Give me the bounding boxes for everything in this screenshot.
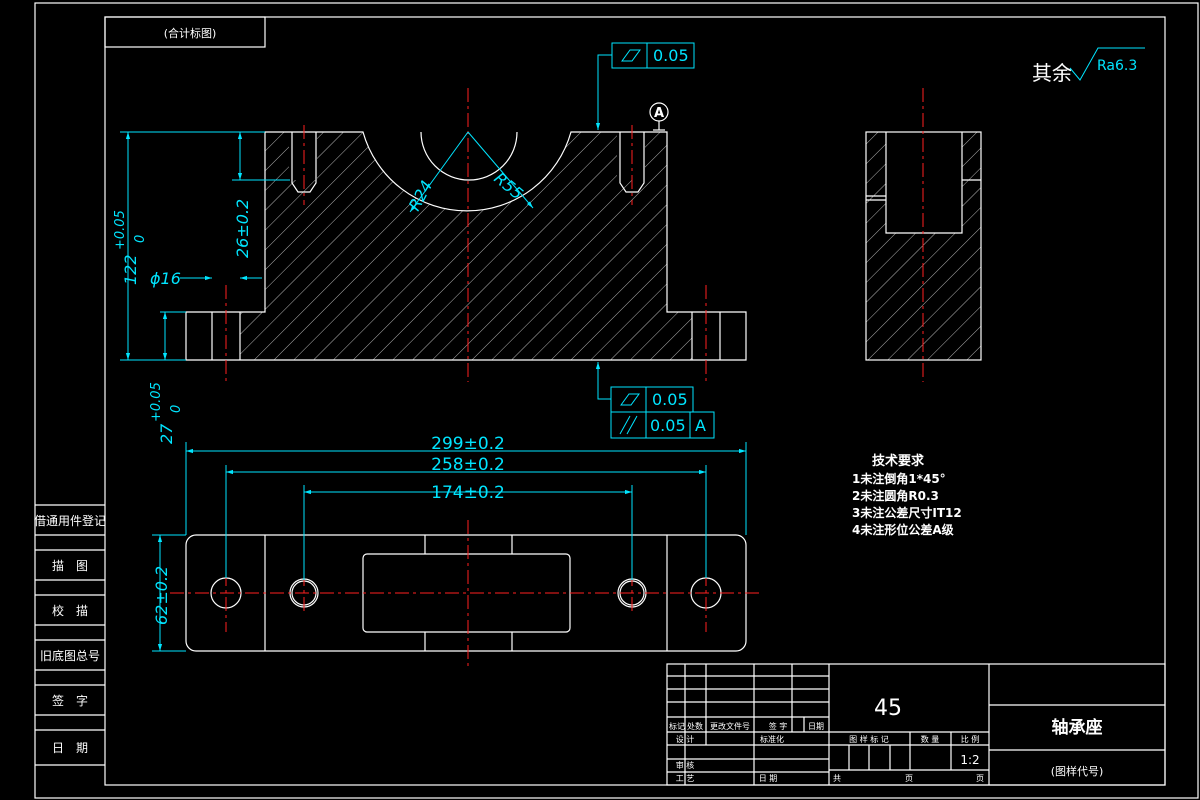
parallel-value: 0.05 <box>650 416 686 435</box>
drawing-code: (图样代号) <box>1051 764 1104 778</box>
stamp-box <box>104 16 266 48</box>
material-value: 45 <box>874 696 902 721</box>
front-section-view <box>185 88 747 382</box>
parallel-datum: A <box>695 416 706 435</box>
dim-62: 62±0.2 <box>152 566 171 625</box>
sheet-last-label: 页 <box>976 774 984 783</box>
scale-value: 1:2 <box>960 753 979 767</box>
flatness-bottom-value: 0.05 <box>652 390 688 409</box>
tech-req-item: 4未注形位公差A级 <box>852 522 954 537</box>
dim-27-tol: +0.05 <box>149 382 164 422</box>
review-label: 审 核 <box>676 760 695 770</box>
dim-122-tol: +0.05 <box>113 210 128 250</box>
rev-h: 标记 <box>669 721 685 731</box>
dim-174: 174±0.2 <box>431 483 505 503</box>
stage-h: 比 例 <box>961 734 980 744</box>
outer-border <box>34 2 1199 799</box>
top-plan-view <box>170 520 760 668</box>
dim-122-tol2: 0 <box>133 235 148 243</box>
bore-r24 <box>420 131 518 181</box>
dim-phi16: ϕ16 <box>150 269 181 288</box>
inner-border <box>104 16 1166 786</box>
left-cell: 校 描 <box>52 603 88 618</box>
dim-27: 27 <box>157 423 176 444</box>
flatness-top-value: 0.05 <box>653 46 689 65</box>
left-cell: 日 期 <box>52 741 88 755</box>
title-block: 标记 处数 更改文件号 签 字 日期 设 计 标准化 审 核 工 艺 日 期 4… <box>666 663 1166 786</box>
tech-req-item: 2未注圆角R0.3 <box>852 488 939 503</box>
left-registration-column: 借通用件登记 描 图 校 描 旧底图总号 签 字 日 期 <box>34 504 106 766</box>
parallel-icon <box>619 415 638 435</box>
flatness-icon-2 <box>620 393 640 406</box>
tolerance-frame-bottom: 0.05 0.05 A <box>595 362 715 439</box>
rev-h: 签 字 <box>769 721 788 731</box>
technical-requirements: 技术要求 1未注倒角1*45° 2未注圆角R0.3 3未注公差尺寸IT12 4未… <box>852 453 962 537</box>
stage-h: 图 样 标 记 <box>849 734 889 744</box>
tech-req-title: 技术要求 <box>872 453 925 469</box>
datum-label: A <box>654 106 664 121</box>
rev-h: 日期 <box>808 722 824 731</box>
stage-h: 数 量 <box>921 734 940 744</box>
left-cell: 描 图 <box>52 559 88 573</box>
tech-req-item: 1未注倒角1*45° <box>852 471 946 486</box>
left-cell: 签 字 <box>52 693 88 708</box>
standardize-label: 标准化 <box>760 734 784 744</box>
dim-299: 299±0.2 <box>431 434 505 454</box>
flatness-icon <box>621 49 641 62</box>
dim-26: 26±0.2 <box>233 199 252 258</box>
process-label: 工 艺 <box>676 774 695 783</box>
top-dimensions: 299±0.2 258±0.2 174±0.2 62±0.2 <box>152 434 747 652</box>
roughness-symbol <box>1069 47 1145 81</box>
stamp-text: (合计标图) <box>164 26 217 40</box>
front-outline <box>185 131 747 361</box>
side-section-view <box>865 88 982 382</box>
roughness-value: Ra6.3 <box>1097 58 1137 74</box>
left-cell: 旧底图总号 <box>40 648 100 663</box>
left-cell: 借通用件登记 <box>34 513 106 528</box>
tech-req-item: 3未注公差尺寸IT12 <box>852 505 962 520</box>
datum-a: A <box>649 102 669 131</box>
flatness-frame-top: 0.05 <box>595 42 695 130</box>
part-name: 轴承座 <box>1052 717 1103 738</box>
sheet-n-label: 页 <box>905 774 913 783</box>
front-dimensions: R24 R55 122 +0.05 0 26±0.2 ϕ16 27 +0.05 … <box>113 131 534 444</box>
rev-h: 更改文件号 <box>710 721 750 731</box>
roughness-prefix: 其余 <box>1032 61 1072 85</box>
dim-27-tol2: 0 <box>169 405 184 413</box>
design-label: 设 计 <box>676 734 695 744</box>
dim-258: 258±0.2 <box>431 455 505 475</box>
sheet-total-label: 共 <box>833 774 841 783</box>
date-label: 日 期 <box>759 774 778 783</box>
rev-h: 处数 <box>687 721 703 731</box>
dim-122: 122 <box>121 254 140 285</box>
